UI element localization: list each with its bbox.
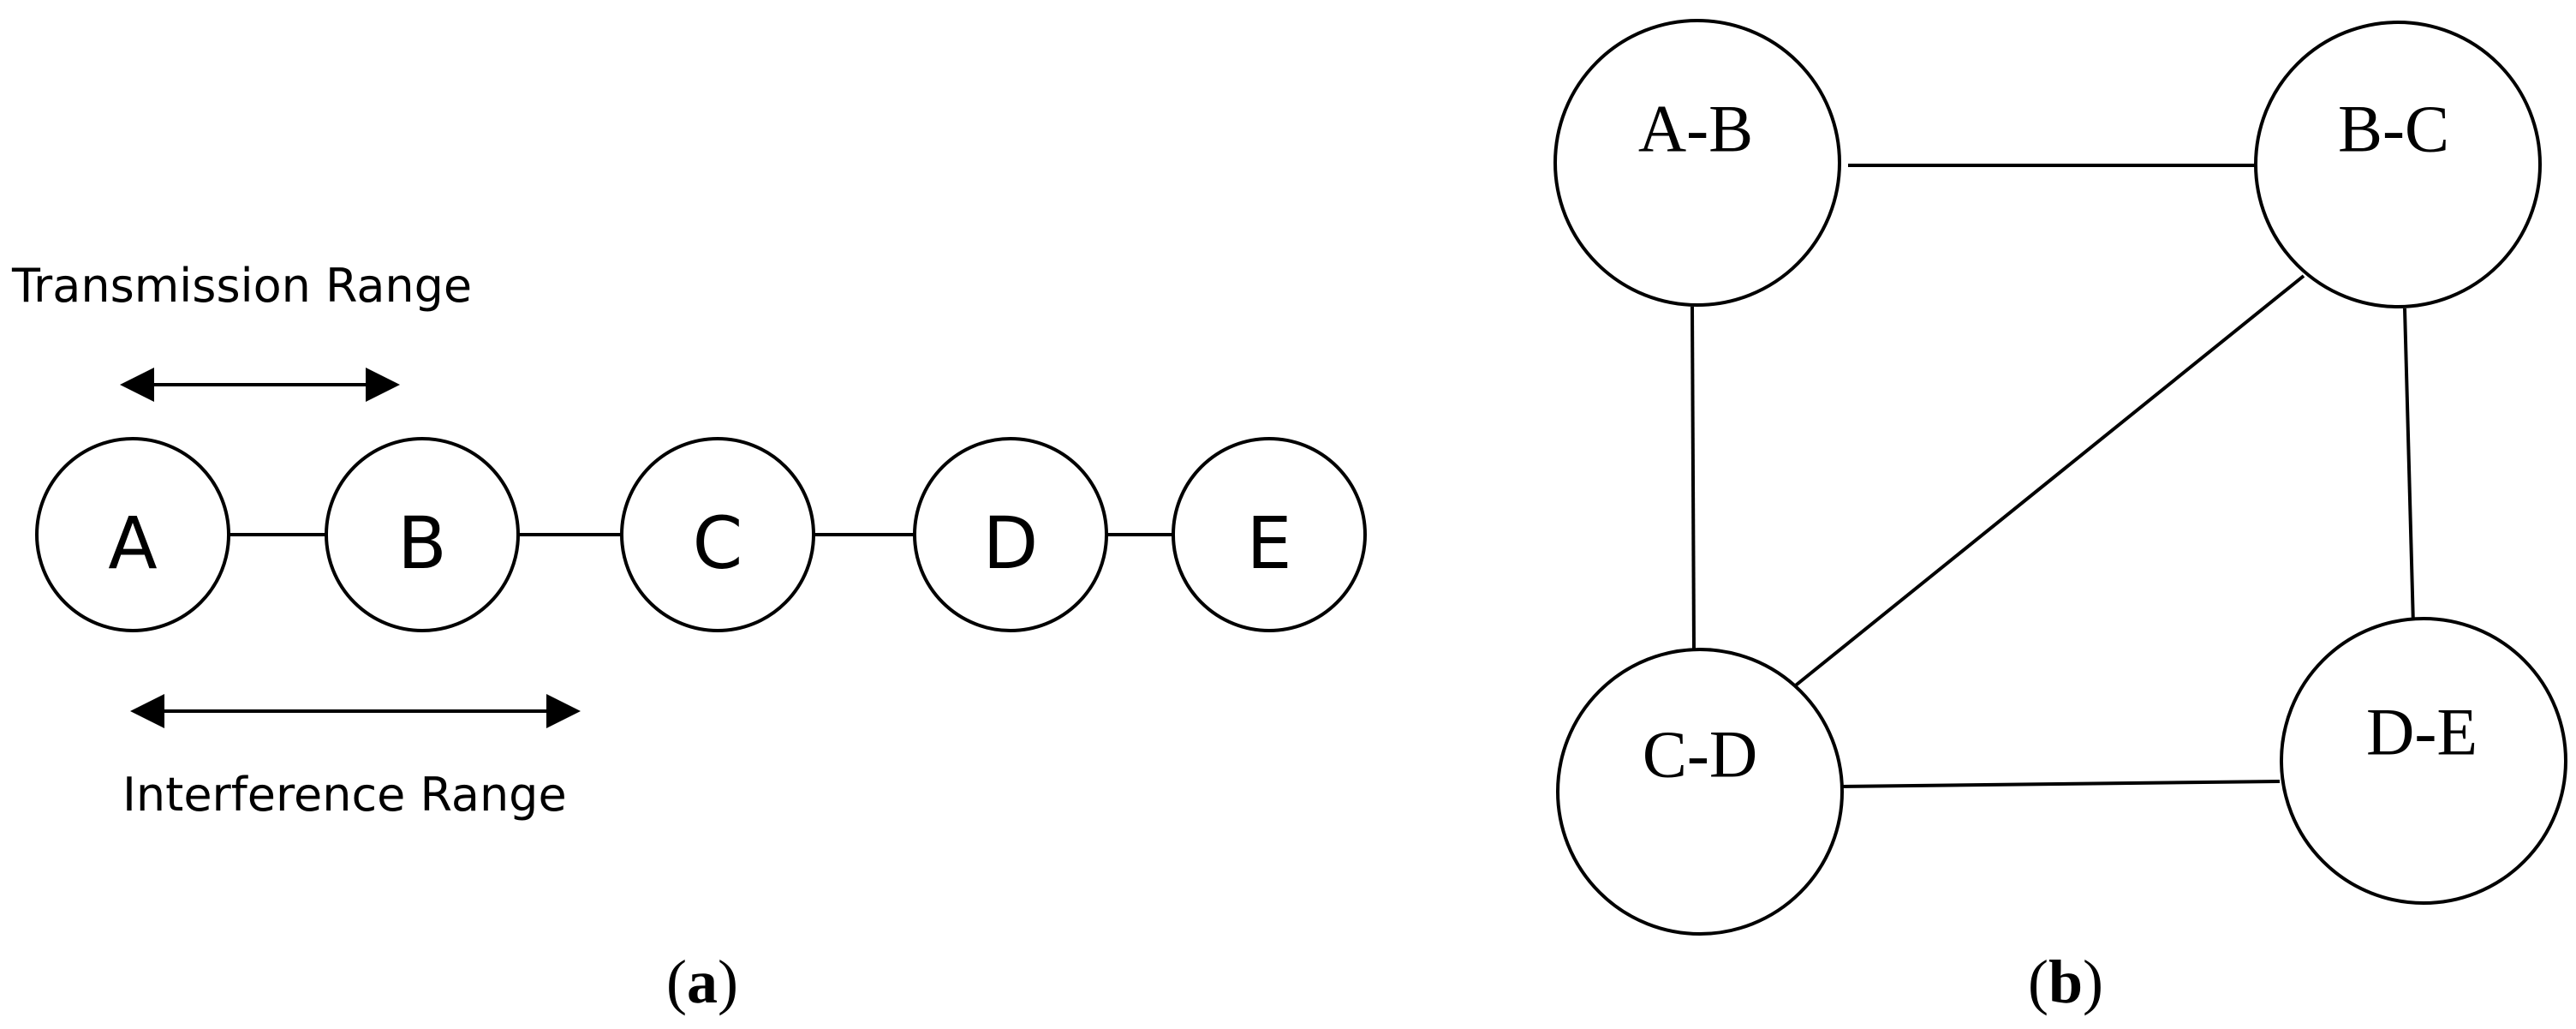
conflict-node-a-b: A-B [1553, 19, 1841, 307]
chain-node-e: E [1172, 437, 1367, 632]
chain-node-b: B [325, 437, 520, 632]
caption-letter: a [687, 948, 718, 1016]
conflict-edge-ab-cd [1690, 306, 1696, 650]
caption-close-paren: ) [718, 948, 738, 1016]
interference-range-label: Interference Range [122, 768, 567, 822]
conflict-node-d-e: D-E [2280, 617, 2567, 905]
conflict-edge-bc-de [2403, 308, 2415, 626]
conflict-node-label: A-B [1638, 92, 1753, 166]
conflict-node-c-d: C-D [1556, 648, 1844, 936]
panel-b-caption: (b) [2028, 948, 2103, 1016]
conflict-node-label: C-D [1643, 717, 1757, 792]
conflict-edge-bc-cd [1791, 274, 2305, 690]
conflict-node-label: B-C [2338, 92, 2449, 166]
transmission-range-label: Transmission Range [11, 259, 472, 313]
caption-close-paren: ) [2083, 948, 2103, 1016]
chain-node-label: D [983, 501, 1039, 585]
caption-letter: b [2048, 948, 2083, 1016]
chain-node-label: B [397, 501, 447, 585]
panel-a-caption: (a) [666, 948, 738, 1016]
conflict-edge-cd-de [1842, 780, 2281, 788]
chain-node-a: A [35, 437, 230, 632]
conflict-node-label: D-E [2366, 695, 2478, 769]
chain-node-label: A [108, 501, 157, 585]
panel-a: Transmission Range A B C D E Inte [11, 259, 1367, 1016]
panel-b: A-B B-C C-D D-E (b) [1553, 19, 2567, 1016]
caption-open-paren: ( [666, 948, 687, 1016]
chain-node-label: E [1246, 501, 1291, 585]
chain-node-d: D [913, 437, 1108, 632]
chain-node-label: C [693, 501, 743, 585]
conflict-node-b-c: B-C [2254, 21, 2542, 308]
caption-open-paren: ( [2028, 948, 2048, 1016]
chain-node-c: C [620, 437, 815, 632]
